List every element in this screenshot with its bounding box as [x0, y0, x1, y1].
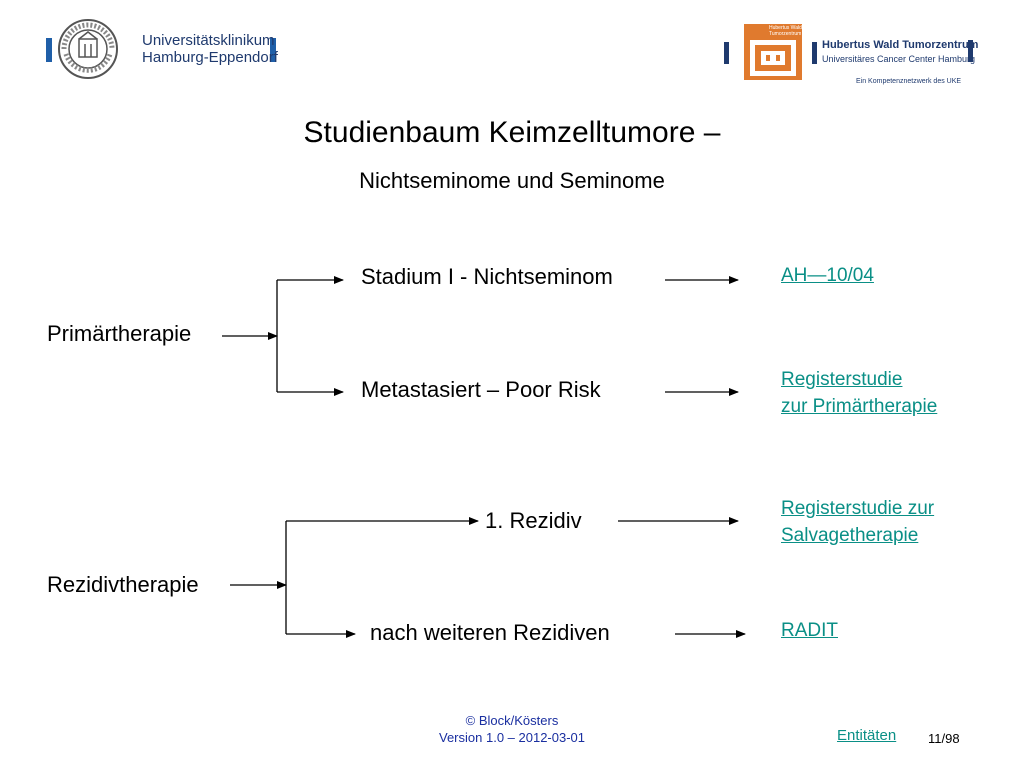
- primary-link-registerstudie[interactable]: Registerstudie zur Primärtherapie: [781, 366, 937, 420]
- relapse-link1-line2[interactable]: Salvagetherapie: [781, 525, 919, 546]
- relapse-root-label: Rezidivtherapie: [47, 572, 199, 597]
- footer-copyright: © Block/Kösters: [465, 713, 559, 728]
- htz-box-line1: Hubertus Wald: [769, 25, 802, 31]
- uke-name-line1: Universitätsklinikum: [142, 32, 275, 49]
- htz-emblem-icon: [724, 24, 817, 80]
- relapse-link-radit[interactable]: RADIT: [781, 620, 838, 641]
- primary-link2-line1[interactable]: Registerstudie: [781, 369, 903, 390]
- htz-bar-icon: [968, 40, 973, 62]
- uke-seal-icon: [46, 19, 276, 79]
- uke-logo: Universitätsklinikum Hamburg-Eppendorf: [44, 18, 284, 80]
- uke-name-line2: Hamburg-Eppendorf: [142, 49, 278, 66]
- footer-version: Version 1.0 – 2012-03-01: [439, 730, 585, 745]
- relapse-branch1-label: 1. Rezidiv: [485, 508, 582, 533]
- page-number: 11/98: [928, 731, 960, 746]
- footer-nav-link-entitaeten[interactable]: Entitäten: [837, 727, 897, 744]
- slide-title: Studienbaum Keimzelltumore –: [303, 116, 721, 149]
- htz-name-line2: Universitäres Cancer Center Hamburg: [822, 54, 976, 64]
- footer-info: © Block/Kösters Version 1.0 – 2012-03-01: [412, 712, 612, 746]
- htz-name-line1: Hubertus Wald Tumorzentrum: [822, 39, 979, 51]
- htz-tagline: Ein Kompetenznetzwerk des UKE: [856, 78, 962, 85]
- primary-branch2-label: Metastasiert – Poor Risk: [361, 377, 601, 402]
- primary-root-label: Primärtherapie: [47, 321, 192, 346]
- primary-link-ah-10-04[interactable]: AH—10/04: [781, 265, 874, 286]
- relapse-link1-line1[interactable]: Registerstudie zur: [781, 498, 935, 519]
- relapse-link-registerstudie[interactable]: Registerstudie zur Salvagetherapie: [781, 495, 934, 549]
- relapse-branch2-label: nach weiteren Rezidiven: [370, 620, 610, 645]
- slide-subtitle: Nichtseminome und Seminome: [359, 168, 665, 193]
- htz-box-line2: Tumorzentrum: [769, 31, 802, 37]
- htz-logo: Hubertus Wald Tumorzentrum Hubertus Wald…: [724, 22, 984, 92]
- primary-link2-line2[interactable]: zur Primärtherapie: [781, 396, 938, 417]
- primary-branch1-label: Stadium I - Nichtseminom: [361, 264, 613, 289]
